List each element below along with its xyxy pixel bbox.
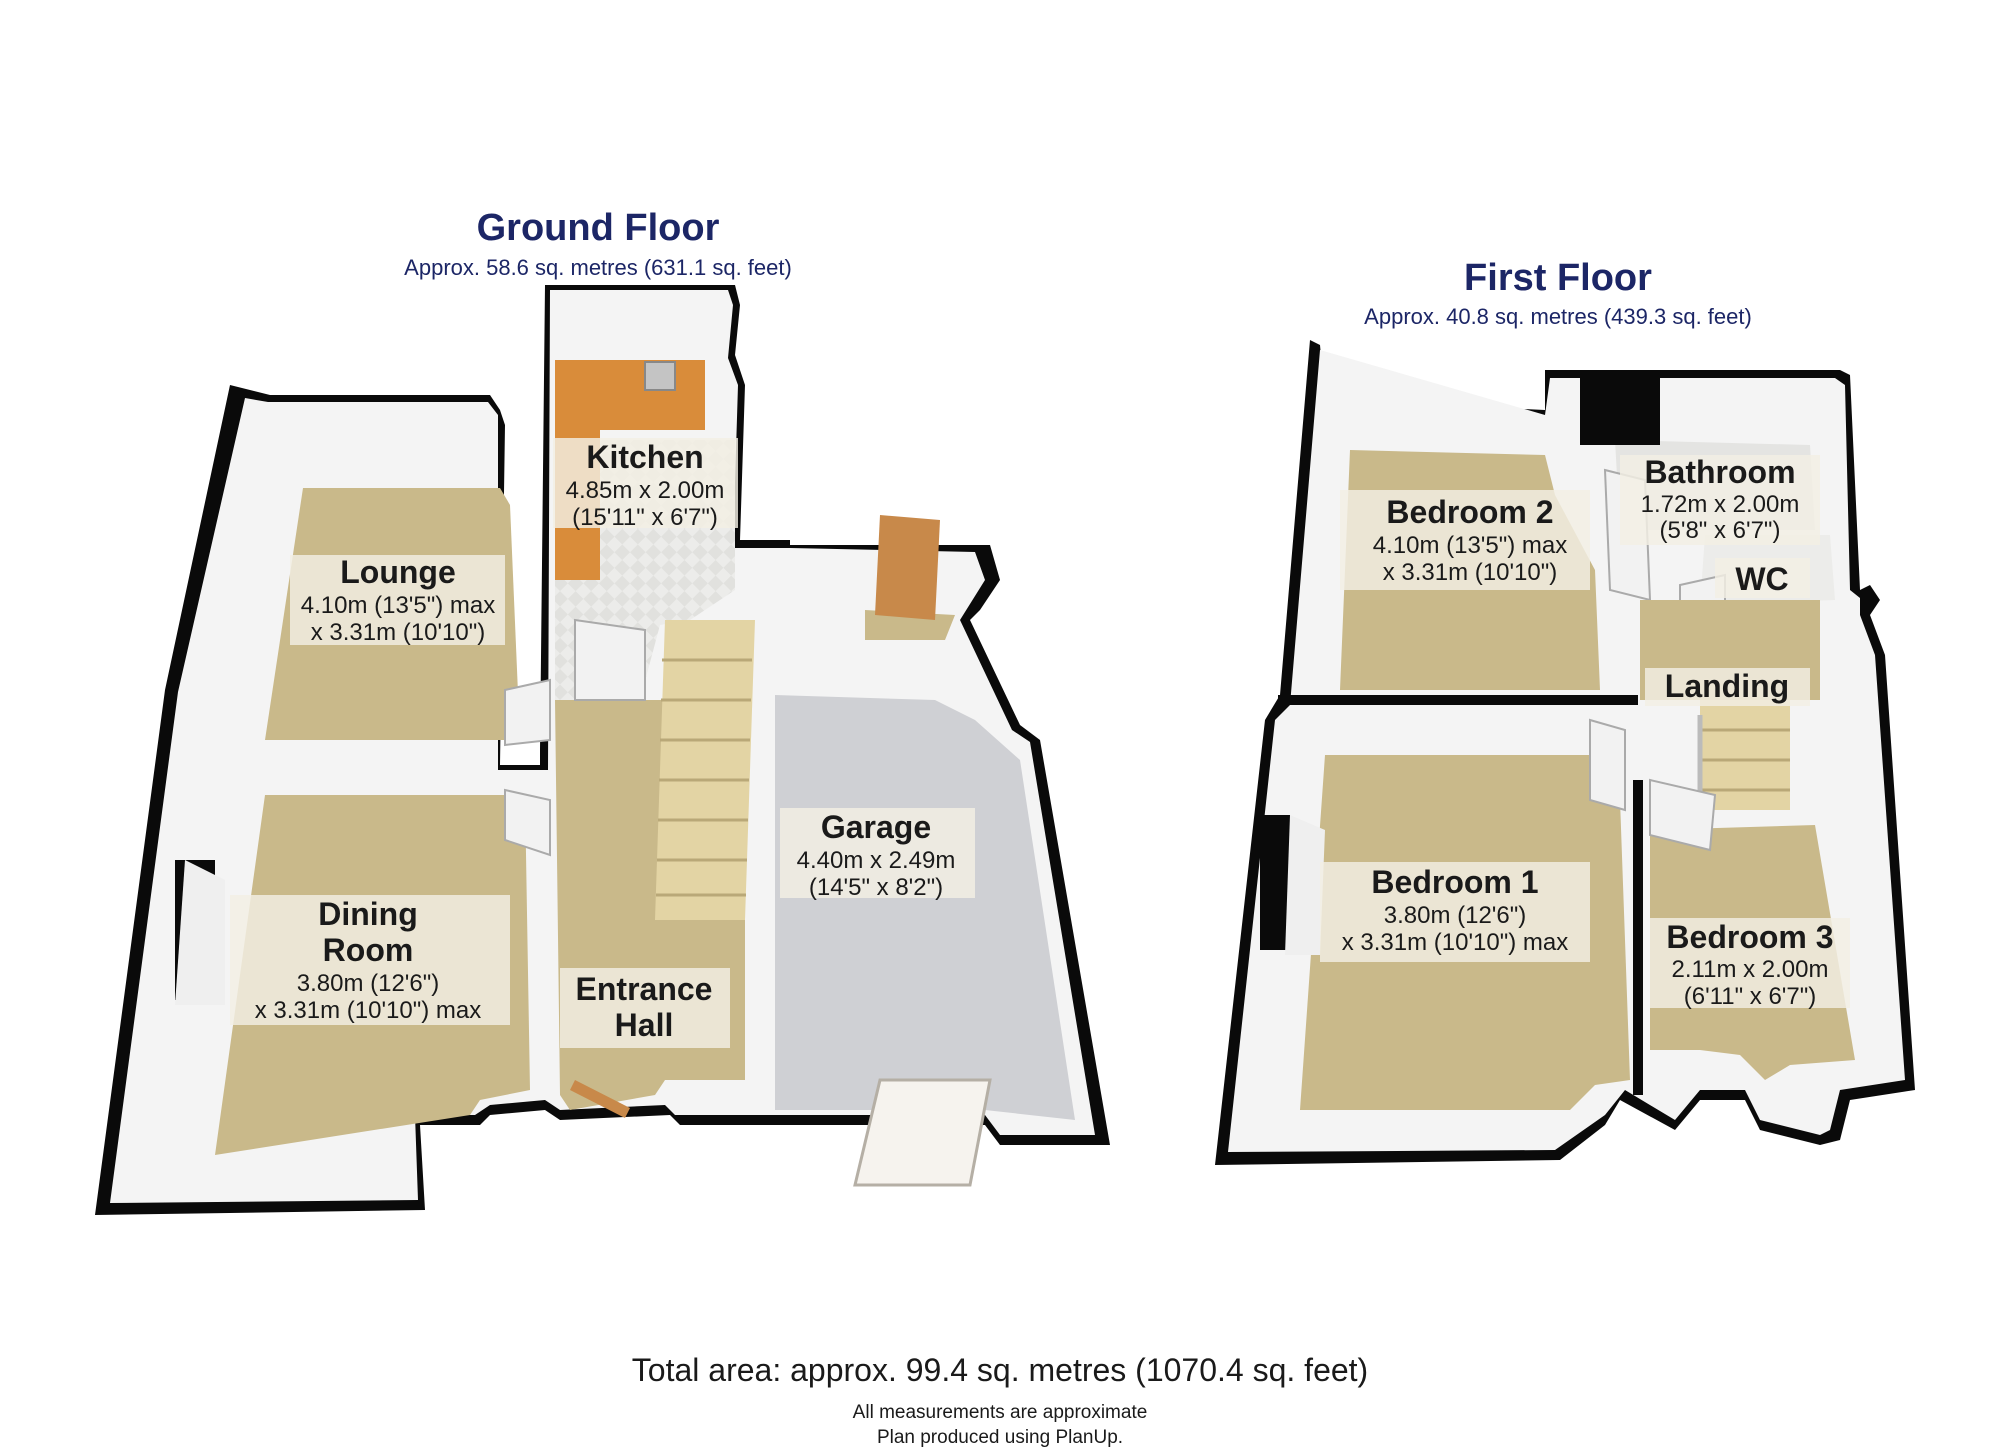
room-label-dining-room: Dining Room 3.80m (12'6") x 3.31m (10'10… [255, 896, 482, 1024]
room-name: WC [1735, 561, 1788, 597]
room-dims: (15'11" x 6'7") [572, 504, 718, 531]
room-dims: (5'8" x 6'7") [1660, 517, 1781, 544]
garage-floor [775, 695, 1075, 1120]
room-label-bedroom-1: Bedroom 1 3.80m (12'6") x 3.31m (10'10")… [1342, 864, 1569, 956]
room-label-bedroom-2: Bedroom 2 4.10m (13'5") max x 3.31m (10'… [1373, 494, 1568, 586]
dining-door [504, 788, 551, 857]
first-stairs [1697, 700, 1790, 810]
room-dims: 1.72m x 2.00m [1641, 491, 1800, 518]
bedroom-1-alcove [1285, 815, 1325, 955]
room-dims: 4.85m x 2.00m [566, 477, 725, 504]
ground-floor-plan [95, 285, 1110, 1215]
room-dims: x 3.31m (10'10") max [255, 997, 482, 1024]
partition-b2-b1 [1278, 695, 1638, 705]
lounge-door [504, 678, 551, 747]
bathroom-fixture [1580, 370, 1660, 445]
total-area: Total area: approx. 99.4 sq. metres (107… [632, 1352, 1368, 1388]
room-dims: 4.10m (13'5") max [301, 592, 496, 619]
room-label-kitchen: Kitchen 4.85m x 2.00m (15'11" x 6'7") [566, 439, 725, 531]
room-dims: x 3.31m (10'10") max [1342, 929, 1569, 956]
room-name: Bedroom 1 [1371, 864, 1538, 900]
dining-alcove-wall [175, 860, 225, 1005]
kitchen-sink [644, 361, 676, 391]
ground-stairs [655, 620, 755, 920]
measurement-note: All measurements are approximate [853, 1402, 1148, 1423]
room-name: Room [323, 932, 414, 968]
kitchen-bifold [574, 618, 646, 701]
room-dims: x 3.31m (10'10") [311, 619, 486, 646]
room-dims: 4.10m (13'5") max [1373, 532, 1568, 559]
room-name: Lounge [340, 554, 456, 590]
room-name: Kitchen [586, 439, 703, 475]
room-label-bathroom: Bathroom 1.72m x 2.00m (5'8" x 6'7") [1641, 454, 1800, 544]
room-dims: 2.11m x 2.00m [1672, 956, 1829, 983]
room-label-garage: Garage 4.40m x 2.49m (14'5" x 8'2") [797, 809, 956, 901]
room-name: Hall [615, 1007, 674, 1043]
ground-floor-area: Approx. 58.6 sq. metres (631.1 sq. feet) [404, 255, 792, 280]
room-dims: 3.80m (12'6") [1384, 902, 1527, 929]
garage-door [853, 1078, 992, 1187]
ground-floor-title: Ground Floor [477, 207, 720, 249]
room-dims: (14'5" x 8'2") [809, 874, 943, 901]
partition-b1-b3 [1633, 780, 1643, 1095]
room-name: Bathroom [1644, 454, 1795, 490]
porch-door [875, 515, 940, 620]
bedroom-1-chimney [1260, 815, 1290, 950]
room-name: Dining [318, 896, 418, 932]
room-name: Garage [821, 809, 931, 845]
bedroom-3-door [1649, 778, 1717, 852]
planup-note: Plan produced using PlanUp. [877, 1427, 1123, 1448]
room-name: Bedroom 3 [1666, 919, 1833, 955]
room-label-lounge: Lounge 4.10m (13'5") max x 3.31m (10'10"… [301, 554, 496, 646]
first-floor-title: First Floor [1464, 257, 1652, 299]
room-label-entrance-hall: Entrance Hall [576, 971, 713, 1043]
first-floor-area: Approx. 40.8 sq. metres (439.3 sq. feet) [1364, 304, 1752, 329]
room-name: Bedroom 2 [1386, 494, 1553, 530]
room-dims: 4.40m x 2.49m [797, 847, 956, 874]
room-dims: (6'11" x 6'7") [1684, 983, 1816, 1010]
room-label-bedroom-3: Bedroom 3 2.11m x 2.00m (6'11" x 6'7") [1666, 919, 1833, 1010]
room-label-landing: Landing [1665, 668, 1789, 704]
room-name: Landing [1665, 668, 1789, 704]
label-backgrounds [230, 438, 1850, 1048]
room-dims: 3.80m (12'6") [297, 970, 440, 997]
room-name: Entrance [576, 971, 713, 1007]
room-dims: x 3.31m (10'10") [1383, 559, 1558, 586]
bedroom-1-door [1589, 718, 1626, 812]
room-label-wc: WC [1735, 561, 1788, 597]
front-door [570, 1080, 630, 1118]
